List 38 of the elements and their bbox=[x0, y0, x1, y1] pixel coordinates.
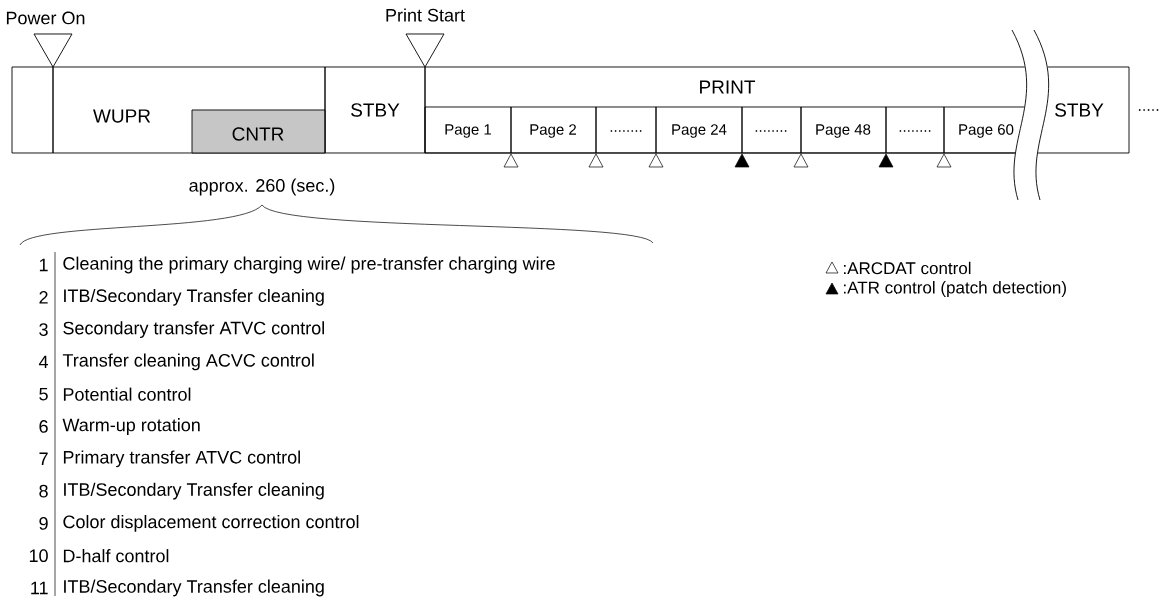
page-box: ........ bbox=[595, 106, 657, 154]
item-text: Warm-up rotation bbox=[62, 418, 200, 435]
item-number: 1 bbox=[39, 258, 48, 272]
item-number: 5 bbox=[39, 387, 48, 401]
item-text: Cleaning the primary charging wire/ pre-transfer charging wire bbox=[63, 256, 555, 274]
item-number: 4 bbox=[38, 355, 49, 369]
event-label: Power On bbox=[6, 11, 85, 25]
event-label: Print Start bbox=[386, 8, 465, 22]
item-text: ITB/Secondary Transfer cleaning bbox=[64, 482, 324, 500]
item-number: 2 bbox=[39, 291, 48, 304]
phase-box: STBY bbox=[324, 66, 426, 154]
phase-box: CNTR bbox=[191, 109, 326, 154]
item-text: ITB/Secondary Transfer cleaning bbox=[64, 579, 324, 597]
legend-text: :ATR control (patch detection) bbox=[844, 281, 1066, 297]
page-box: ........ bbox=[885, 106, 945, 154]
item-text: Transfer cleaning ACVC control bbox=[62, 353, 314, 371]
item-text: Color displacement correction control bbox=[63, 515, 359, 532]
item-number: 7 bbox=[39, 452, 48, 465]
item-number: 3 bbox=[39, 323, 48, 336]
page-box: Page 1 bbox=[424, 106, 512, 154]
duration-label: approx. 260 (sec.) bbox=[189, 178, 335, 196]
phase-box bbox=[11, 66, 54, 154]
item-text: Potential control bbox=[63, 387, 191, 401]
item-text: D-half control bbox=[63, 549, 169, 563]
page-box: Page 48 bbox=[800, 106, 887, 154]
item-text: Primary transfer ATVC control bbox=[63, 450, 300, 468]
item-number: 9 bbox=[39, 517, 48, 530]
item-number: 6 bbox=[39, 420, 48, 433]
page-box: ........ bbox=[741, 106, 802, 154]
item-text: ITB/Secondary Transfer cleaning bbox=[64, 288, 324, 306]
item-number: 11 bbox=[31, 581, 48, 595]
item-number: 8 bbox=[39, 484, 48, 498]
legend-text: :ARCDAT control bbox=[844, 261, 971, 275]
page-box: Page 24 bbox=[655, 106, 743, 154]
item-text: Secondary transfer ATVC control bbox=[63, 321, 324, 338]
node-label: ..... bbox=[1138, 109, 1159, 111]
page-box: Page 2 bbox=[510, 106, 597, 154]
item-number: 10 bbox=[29, 549, 48, 563]
